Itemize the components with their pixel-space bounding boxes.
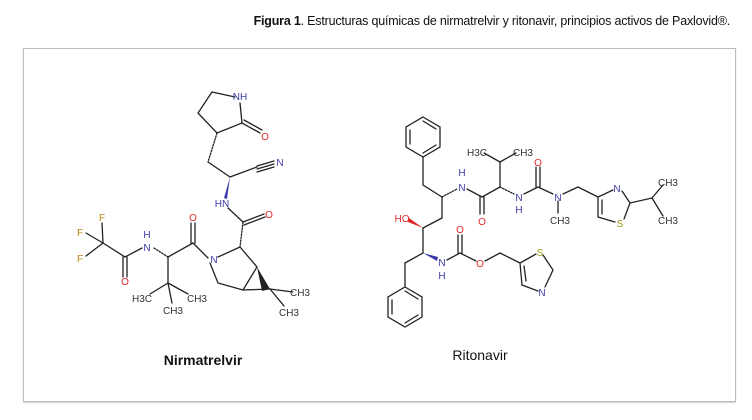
ritonavir-atom-label: CH3 bbox=[658, 178, 678, 189]
ritonavir-atom-label: N bbox=[515, 193, 522, 204]
ritonavir-atom-label: O bbox=[534, 158, 542, 169]
nirmatrelvir-structure bbox=[85, 91, 294, 307]
nirmatrelvir-atom-label: O bbox=[189, 213, 197, 224]
ritonavir-atom-label: O bbox=[478, 217, 486, 228]
nirmatrelvir-atom-label: HN bbox=[215, 199, 229, 210]
nirmatrelvir-atom-label: H bbox=[143, 230, 150, 241]
ritonavir-atom-label: H bbox=[438, 271, 445, 282]
nirmatrelvir-atom-label: N bbox=[143, 243, 150, 254]
nirmatrelvir-atom-label: O bbox=[265, 210, 273, 221]
nirmatrelvir-atom-label: H3C bbox=[132, 294, 152, 305]
ritonavir-atom-label: CH3 bbox=[658, 216, 678, 227]
nirmatrelvir-atom-label: N bbox=[276, 158, 283, 169]
figure-frame bbox=[23, 48, 736, 402]
ritonavir-atom-label: S bbox=[537, 248, 544, 259]
nirmatrelvir-atom-label: N bbox=[210, 255, 217, 266]
ritonavir-atom-label: H bbox=[515, 205, 522, 216]
nirmatrelvir-atom-label: F bbox=[77, 254, 83, 265]
ritonavir-atom-label: N bbox=[438, 258, 445, 269]
ritonavir-atom-label: CH3 bbox=[513, 148, 533, 159]
ritonavir-atom-label: N bbox=[538, 288, 545, 299]
ritonavir-atom-label: CH3 bbox=[550, 216, 570, 227]
nirmatrelvir-atom-label: CH3 bbox=[279, 308, 299, 319]
nirmatrelvir-atom-label: F bbox=[77, 228, 83, 239]
nirmatrelvir-atom-label: F bbox=[99, 213, 105, 224]
ritonavir-atom-label: HO bbox=[395, 214, 410, 225]
ritonavir-name: Ritonavir bbox=[452, 347, 508, 363]
ritonavir-atom-label: H3C bbox=[467, 148, 487, 159]
nirmatrelvir-atom-label: CH3 bbox=[290, 288, 310, 299]
ritonavir-atom-label: O bbox=[456, 225, 464, 236]
figure-label: Figura 1 bbox=[253, 14, 301, 28]
ritonavir-atom-label: N bbox=[458, 183, 465, 194]
figure-caption: Figura 1. Estructuras químicas de nirmat… bbox=[253, 14, 731, 28]
nirmatrelvir-atom-label: CH3 bbox=[163, 306, 183, 317]
ritonavir-atom-label: H bbox=[458, 168, 465, 179]
caption-text: . Estructuras químicas de nirmatrelvir y… bbox=[300, 14, 731, 28]
nirmatrelvir-atom-label: O bbox=[261, 132, 269, 143]
nirmatrelvir-atom-label: CH3 bbox=[187, 294, 207, 305]
ritonavir-atom-label: S bbox=[617, 219, 624, 230]
ritonavir-atom-label: N bbox=[554, 193, 561, 204]
ritonavir-atom-label: N bbox=[613, 184, 620, 195]
ritonavir-structure bbox=[387, 116, 664, 328]
nirmatrelvir-atom-label: NH bbox=[233, 92, 247, 103]
ritonavir-atom-label: O bbox=[476, 259, 484, 270]
nirmatrelvir-atom-label: O bbox=[121, 277, 129, 288]
nirmatrelvir-name: Nirmatrelvir bbox=[164, 352, 243, 368]
